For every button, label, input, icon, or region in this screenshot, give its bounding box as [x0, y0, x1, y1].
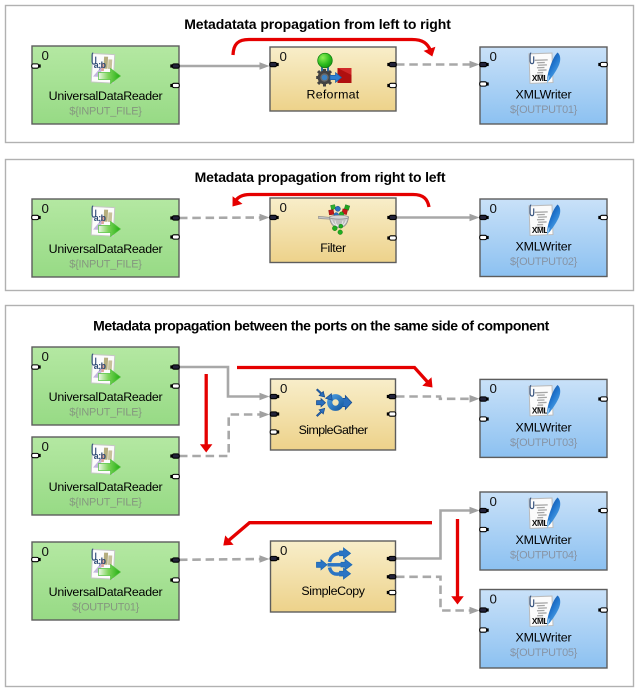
svg-text:SimpleGather: SimpleGather: [299, 423, 368, 437]
svg-text:a;b: a;b: [94, 451, 107, 461]
svg-text:${OUTPUT02}: ${OUTPUT02}: [510, 256, 578, 268]
svg-text:${INPUT_FILE}: ${INPUT_FILE}: [69, 106, 142, 118]
svg-text:Filter: Filter: [320, 241, 346, 255]
svg-text:Metadata propagation from righ: Metadata propagation from right to left: [195, 169, 446, 185]
svg-text:${INPUT_FILE}: ${INPUT_FILE}: [69, 407, 142, 419]
svg-text:a;b: a;b: [94, 213, 107, 223]
svg-text:UniversalDataReader: UniversalDataReader: [49, 390, 163, 404]
svg-text:a;b: a;b: [94, 556, 107, 566]
svg-text:SimpleCopy: SimpleCopy: [301, 584, 365, 598]
svg-text:${OUTPUT03}: ${OUTPUT03}: [510, 437, 578, 449]
svg-text:0: 0: [42, 349, 49, 364]
svg-text:0: 0: [490, 201, 497, 216]
svg-text:XML: XML: [532, 226, 548, 235]
svg-text:Reformat: Reformat: [307, 88, 360, 102]
svg-text:a;b: a;b: [94, 60, 107, 70]
svg-text:0: 0: [42, 544, 49, 559]
svg-text:XMLWriter: XMLWriter: [515, 631, 571, 645]
svg-text:0: 0: [280, 381, 287, 396]
svg-text:${INPUT_FILE}: ${INPUT_FILE}: [69, 259, 142, 271]
svg-text:UniversalDataReader: UniversalDataReader: [49, 480, 163, 494]
svg-text:0: 0: [280, 543, 287, 558]
svg-text:0: 0: [42, 439, 49, 454]
svg-text:0: 0: [280, 49, 287, 64]
svg-text:UniversalDataReader: UniversalDataReader: [49, 242, 163, 256]
svg-text:XMLWriter: XMLWriter: [515, 420, 571, 434]
svg-text:Metadatata propagation from le: Metadatata propagation from left to righ…: [184, 16, 451, 32]
svg-text:XML: XML: [532, 519, 548, 528]
svg-text:XMLWriter: XMLWriter: [515, 240, 571, 254]
svg-text:a;b: a;b: [94, 361, 107, 371]
svg-text:XMLWriter: XMLWriter: [515, 88, 571, 102]
svg-text:XML: XML: [532, 407, 548, 416]
svg-text:${INPUT_FILE}: ${INPUT_FILE}: [69, 497, 142, 509]
svg-text:0: 0: [42, 48, 49, 63]
svg-text:UniversalDataReader: UniversalDataReader: [49, 585, 163, 599]
svg-text:${OUTPUT04}: ${OUTPUT04}: [510, 550, 578, 562]
svg-text:0: 0: [490, 591, 497, 606]
svg-text:UniversalDataReader: UniversalDataReader: [49, 89, 163, 103]
svg-text:${OUTPUT05}: ${OUTPUT05}: [510, 647, 578, 659]
svg-text:0: 0: [42, 201, 49, 216]
svg-text:0: 0: [490, 49, 497, 64]
svg-text:XMLWriter: XMLWriter: [515, 533, 571, 547]
svg-text:XML: XML: [532, 74, 548, 83]
svg-text:0: 0: [490, 494, 497, 509]
svg-text:${OUTPUT01}: ${OUTPUT01}: [510, 104, 578, 116]
svg-text:XML: XML: [532, 617, 548, 626]
svg-text:Metadata propagation between t: Metadata propagation between the ports o…: [93, 318, 550, 334]
svg-text:0: 0: [280, 200, 287, 215]
svg-text:0: 0: [490, 381, 497, 396]
svg-text:${OUTPUT01}: ${OUTPUT01}: [72, 602, 140, 614]
